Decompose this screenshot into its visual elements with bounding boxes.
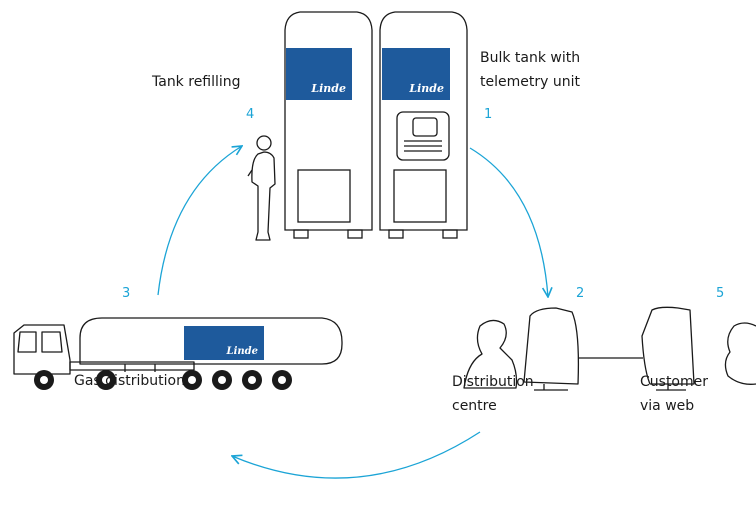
brand-panel-truck: Linde: [184, 326, 264, 360]
step-4-label: Tank refilling: [152, 74, 241, 90]
step-4-number: 4: [246, 107, 255, 122]
telemetry-unit-icon: [396, 111, 450, 161]
truck-icon: [13, 317, 343, 390]
bulk-tanks: [284, 11, 468, 239]
step-3-number: 3: [122, 286, 131, 301]
bulk-tank-right: [379, 11, 468, 231]
brand-logo-text: Linde: [408, 82, 444, 95]
brand-panel-left: Linde: [286, 48, 352, 100]
distribution-centre-icon: [463, 307, 643, 391]
brand-logo-text: Linde: [310, 82, 346, 95]
brand-logo-text: Linde: [226, 346, 258, 357]
customer-web-icon: [641, 306, 756, 391]
step-1-number: 1: [484, 107, 493, 122]
person-refilling-icon: [247, 135, 276, 241]
bulk-tank-left: [284, 11, 373, 231]
arrow-truck-to-refill: [157, 146, 242, 296]
arrow-tank-to-centre: [469, 147, 548, 297]
step-3-label: Gas distribution: [74, 373, 185, 389]
brand-panel-right: Linde: [382, 48, 450, 100]
arrow-centre-to-truck: [232, 431, 481, 479]
step-5-number: 5: [716, 286, 725, 301]
step-2-number: 2: [576, 286, 585, 301]
